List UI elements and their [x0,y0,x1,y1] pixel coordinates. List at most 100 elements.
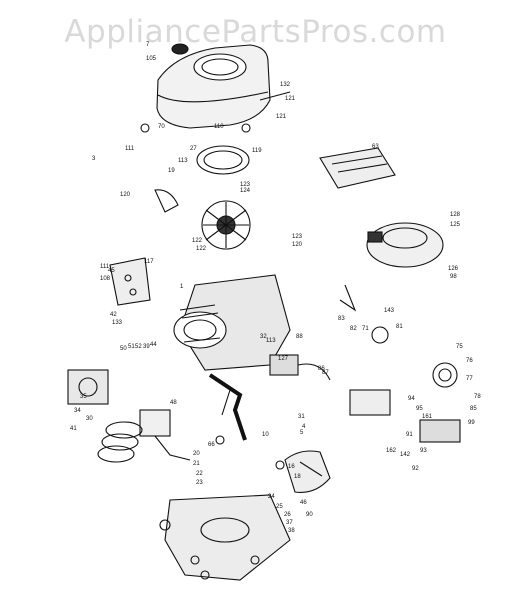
part-number-label: 91 [406,432,413,438]
cylinder-block [173,274,291,371]
part-number-label: 76 [466,358,473,364]
part-number-label: 113 [178,158,188,164]
part-number-label: 125 [450,222,461,228]
part-number-label: 95 [416,406,423,412]
part-number-label: 3 [92,156,96,162]
part-number-label: 120 [292,242,303,248]
part-number-label: 25 [276,504,283,510]
part-number-label: 34 [74,408,81,414]
part-number-label: 27 [190,146,197,152]
part-number-label: 85 [470,406,477,412]
piston-rod [139,409,191,461]
part-number-label: 126 [448,266,459,272]
part-number-label: 111 [125,146,135,152]
part-number-label: 46 [300,500,307,506]
part-number-label: 111 [100,264,110,270]
part-number-label: 66 [208,442,215,448]
part-number-label: 77 [466,376,473,382]
part-number-label: 124 [240,188,251,194]
part-number-label: 21 [193,461,200,467]
part-number-label: 82 [350,326,357,332]
part-number-label: 7 [146,42,150,48]
part-number-label: 31 [298,414,305,420]
part-number-label: 38 [288,528,295,534]
part-number-label: 44 [150,342,157,348]
part-number-label: 87 [322,370,329,376]
part-number-label: 41 [70,426,77,432]
part-number-label: 119 [252,148,262,154]
part-number-label: 88 [296,334,303,340]
part-number-label: 30 [86,416,93,422]
part-number-label: 51 [128,344,135,350]
part-number-label: 108 [100,276,111,282]
bracket [109,257,151,306]
fuel-pump-assembly [349,326,461,443]
part-number-label: 122 [196,246,207,252]
screen-plate [319,147,396,189]
part-number-label: 22 [196,471,203,477]
crankshaft [208,373,247,441]
part-number-label: 75 [456,344,463,350]
part-number-label: 122 [192,238,203,244]
part-number-label: 123 [292,234,303,240]
part-number-label: 18 [294,474,301,480]
part-number-label: 93 [420,448,427,454]
part-number-label: 1 [180,284,184,290]
part-number-label: 10 [262,432,269,438]
part-number-label: 120 [120,192,131,198]
part-number-label: 143 [384,308,395,314]
part-number-label: 105 [146,56,157,62]
part-number-label: 52 [135,344,142,350]
rewind-starter [366,222,444,268]
part-number-label: 24 [268,494,275,500]
part-number-label: 123 [240,182,251,188]
part-number-label: 4 [302,424,306,430]
part-number-label: 142 [400,452,411,458]
part-number-label: 162 [386,448,397,454]
part-number-label: 117 [144,259,154,265]
part-number-label: 121 [276,114,287,120]
watermark: AppliancePartsPros.com [64,14,447,50]
part-number-label: 39 [143,344,150,350]
ignition-module [269,354,331,381]
part-number-label: 128 [450,212,461,218]
part-number-label: 161 [422,414,433,420]
crankcase-cover [164,494,291,581]
part-number-label: 83 [338,316,345,322]
part-number-label: 37 [286,520,293,526]
part-number-label: 113 [266,338,276,344]
part-number-label: 35 [80,394,87,400]
part-number-label: 5 [300,430,304,436]
part-number-label: 81 [396,324,403,330]
part-number-label: 63 [372,144,379,150]
part-number-label: 45 [108,268,115,274]
muffler [284,450,331,493]
part-number-label: 20 [193,451,200,457]
part-number-label: 26 [284,512,291,518]
part-number-label: 19 [168,168,175,174]
ignition-ring [196,145,250,175]
part-number-label: 127 [278,356,289,362]
part-number-label: 132 [280,82,291,88]
part-number-label: 16 [288,464,295,470]
part-labels: 7105132121121110701131191231241927311112… [70,42,481,534]
part-number-label: 71 [362,326,369,332]
flywheel [201,200,251,250]
part-number-label: 50 [120,346,127,352]
part-number-label: 86 [318,366,325,372]
part-number-label: 78 [474,394,481,400]
part-number-label: 121 [285,96,296,102]
piston-rings [97,421,143,463]
part-number-label: 98 [450,274,457,280]
part-number-label: 94 [408,396,415,402]
part-number-label: 23 [196,480,203,486]
part-number-label: 110 [214,124,224,130]
part-number-label: 32 [260,334,267,340]
part-number-label: 92 [412,466,419,472]
part-number-label: 70 [158,124,165,130]
part-number-label: 90 [306,512,313,518]
part-number-label: 48 [170,400,177,406]
part-number-label: 99 [468,420,475,426]
